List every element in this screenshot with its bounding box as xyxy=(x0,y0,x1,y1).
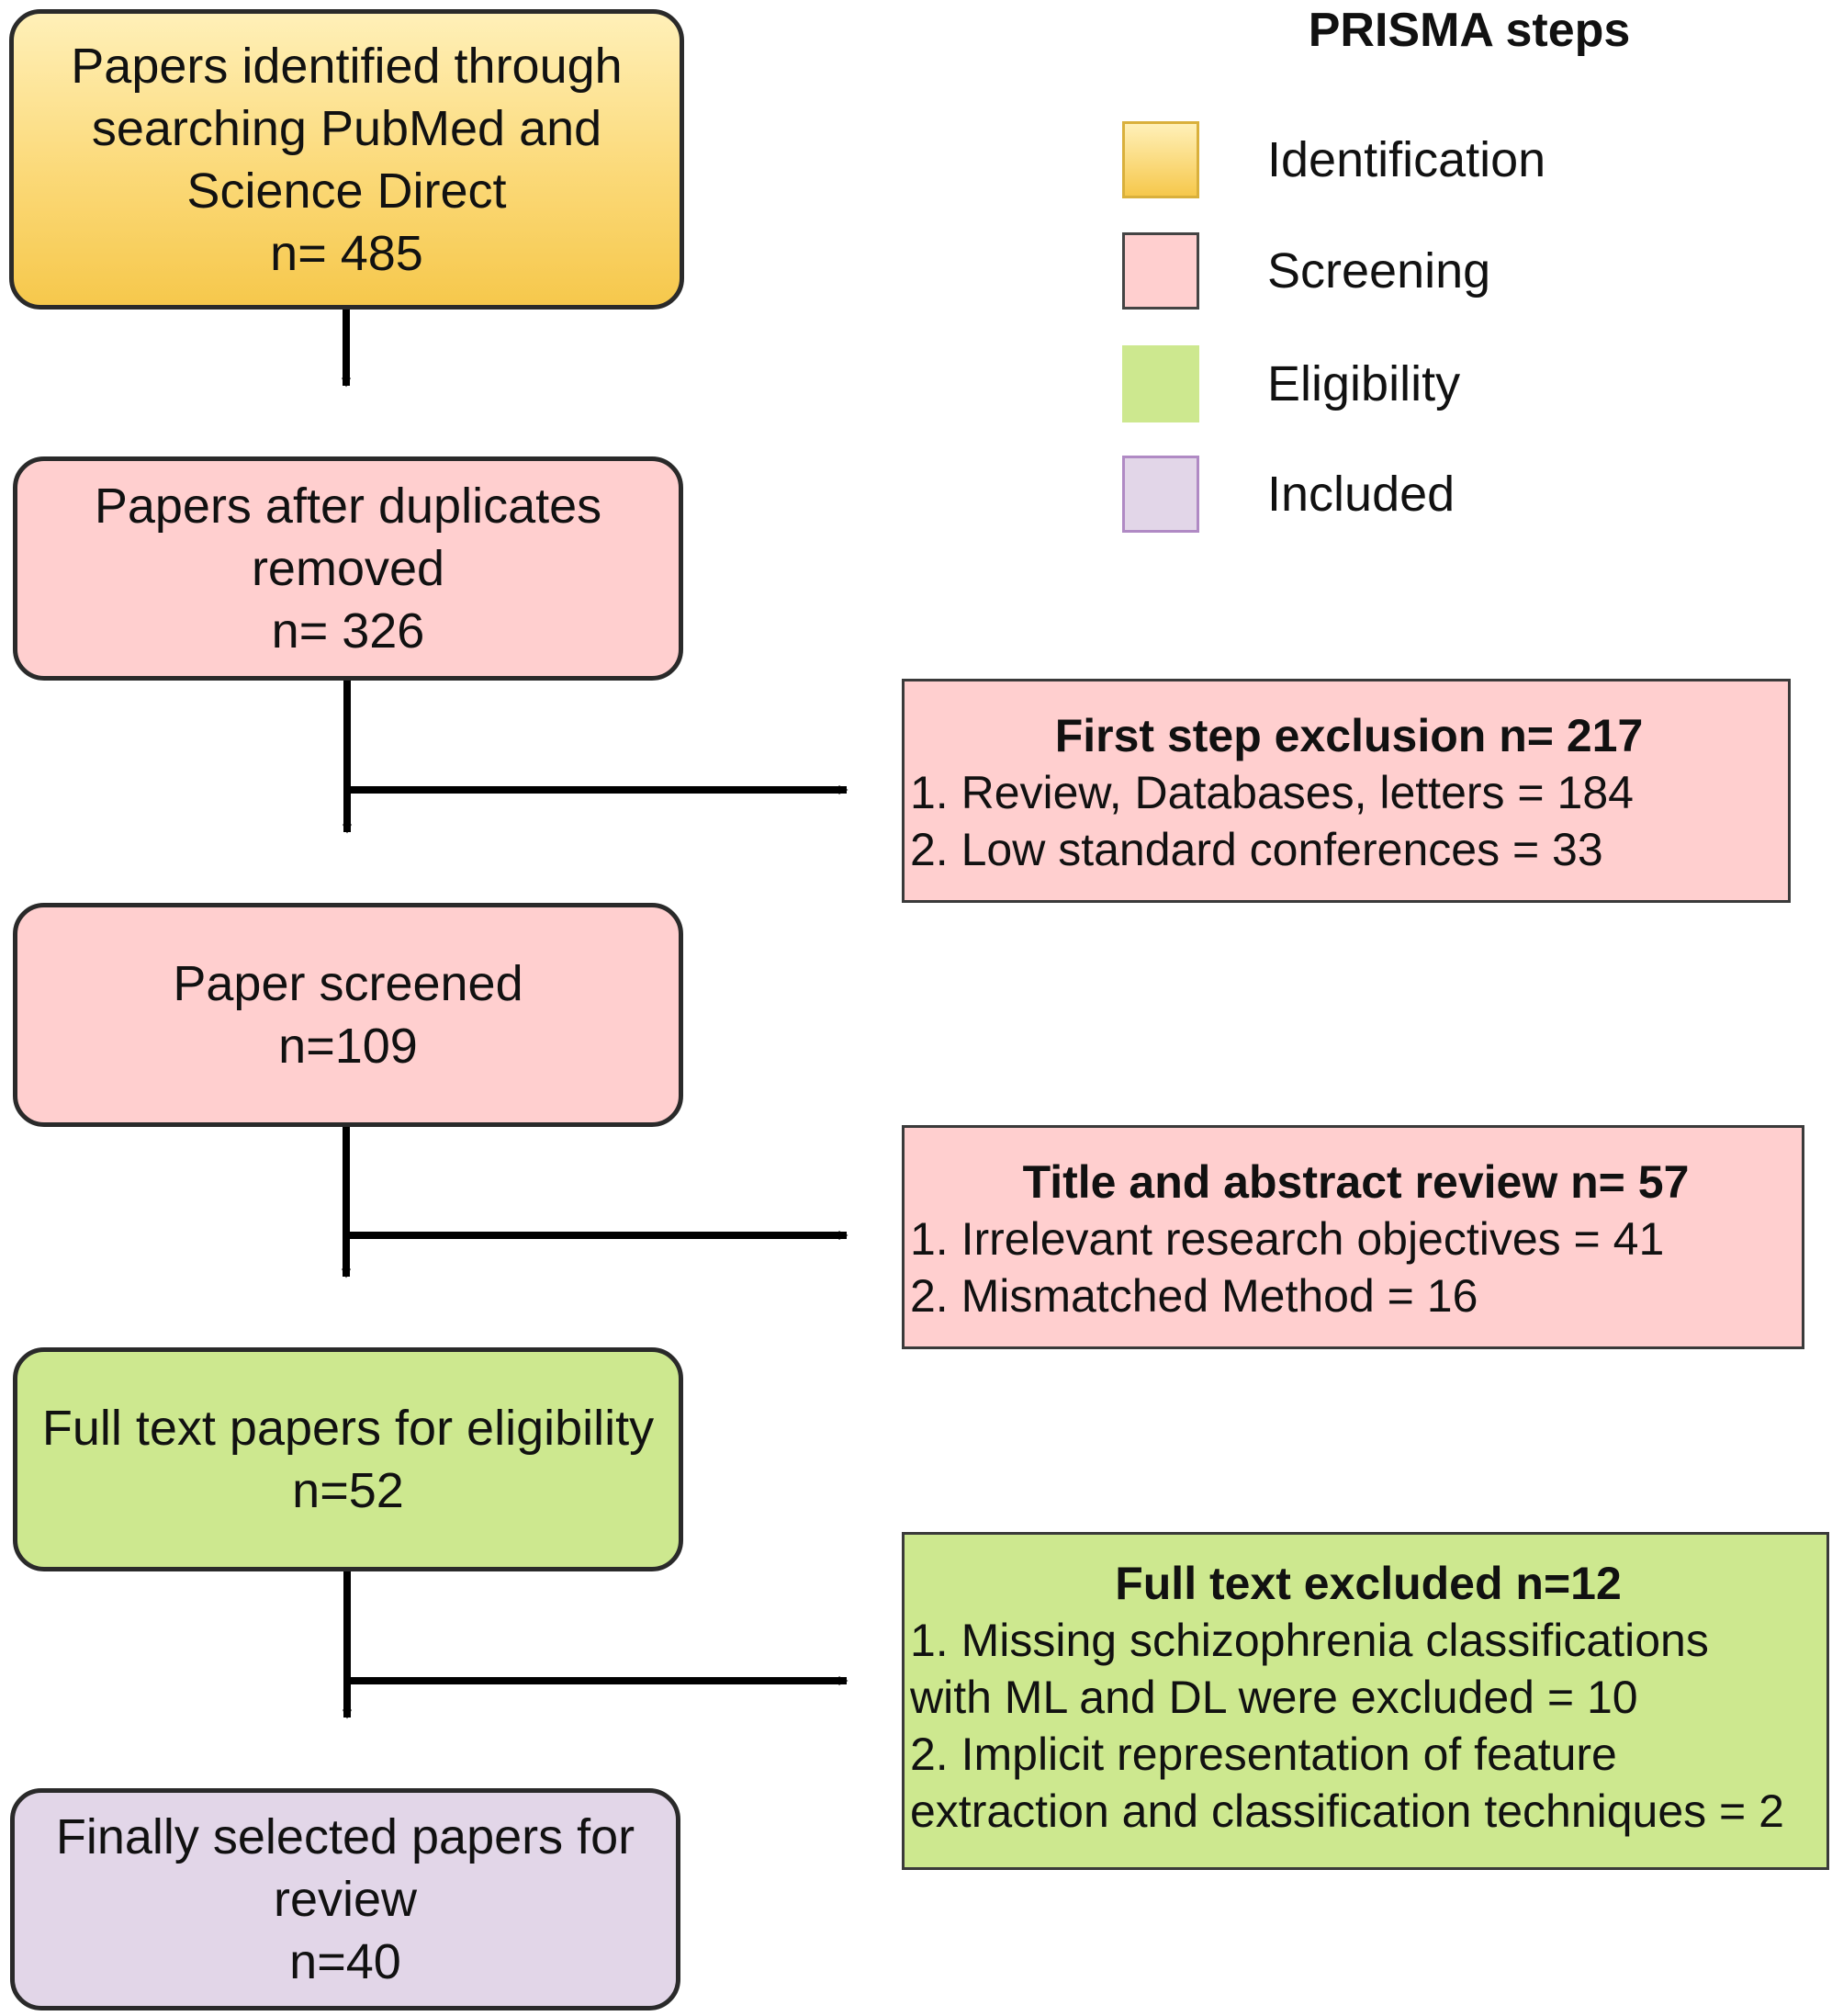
legend-title: PRISMA steps xyxy=(1308,4,1631,57)
full-text-excluded-box: Full text excluded n=12 1. Missing schiz… xyxy=(902,1532,1829,1870)
screened-count: n=109 xyxy=(278,1019,418,1074)
legend-label-eligibility: Eligibility xyxy=(1267,356,1461,411)
title-abstract-review-box: Title and abstract review n= 57 1. Irrel… xyxy=(902,1125,1804,1349)
full-text-excluded-item: 1. Missing schizophrenia classifications xyxy=(910,1615,1709,1666)
title-abstract-review-item: 2. Mismatched Method = 16 xyxy=(910,1270,1478,1322)
included-box: Finally selected papers for review n=40 xyxy=(10,1788,680,2010)
full-text-excluded-item: with ML and DL were excluded = 10 xyxy=(910,1672,1638,1723)
full-text-excluded-item: 2. Implicit representation of feature xyxy=(910,1729,1617,1780)
screened-line-1: Paper screened xyxy=(173,956,523,1011)
identification-line-1: Papers identified through xyxy=(71,38,623,94)
eligibility-box: Full text papers for eligibility n=52 xyxy=(13,1347,683,1571)
eligibility-line-1: Full text papers for eligibility xyxy=(41,1401,655,1456)
included-line-1: Finally selected papers for xyxy=(55,1809,635,1864)
identification-line-3: Science Direct xyxy=(186,163,507,219)
legend-label-screening: Screening xyxy=(1267,243,1491,298)
legend-label-identification: Identification xyxy=(1267,132,1546,187)
legend-swatch-included xyxy=(1122,456,1199,533)
legend-swatch-eligibility xyxy=(1122,345,1199,422)
included-line-2: review xyxy=(273,1872,418,1927)
full-text-excluded-item: extraction and classification techniques… xyxy=(910,1785,1784,1837)
title-abstract-review-title: Title and abstract review n= 57 xyxy=(1022,1156,1690,1208)
legend-item-identification: Identification xyxy=(1122,121,1765,198)
paper-screened-box: Paper screened n=109 xyxy=(13,903,683,1127)
legend-item-screening: Screening xyxy=(1122,232,1765,310)
legend-swatch-screening xyxy=(1122,232,1199,310)
full-text-excluded-title: Full text excluded n=12 xyxy=(1115,1558,1622,1609)
duplicates-count: n= 326 xyxy=(271,603,425,659)
duplicates-removed-box: Papers after duplicates removed n= 326 xyxy=(13,456,683,681)
identification-count: n= 485 xyxy=(270,225,423,281)
first-step-exclusion-title: First step exclusion n= 217 xyxy=(1054,710,1644,761)
legend-label-included: Included xyxy=(1267,467,1455,522)
legend-item-included: Included xyxy=(1122,456,1765,533)
duplicates-line-1: Papers after duplicates xyxy=(94,479,602,534)
duplicates-line-2: removed xyxy=(251,541,445,596)
first-step-exclusion-item: 1. Review, Databases, letters = 184 xyxy=(910,767,1634,818)
legend-item-eligibility: Eligibility xyxy=(1122,345,1765,422)
identification-line-2: searching PubMed and xyxy=(91,100,602,156)
title-abstract-review-item: 1. Irrelevant research objectives = 41 xyxy=(910,1213,1665,1265)
identification-box: Papers identified through searching PubM… xyxy=(9,9,684,310)
legend-swatch-identification xyxy=(1122,121,1199,198)
included-count: n=40 xyxy=(289,1934,401,1989)
first-step-exclusion-item: 2. Low standard conferences = 33 xyxy=(910,824,1603,875)
eligibility-count: n=52 xyxy=(292,1463,404,1518)
first-step-exclusion-box: First step exclusion n= 217 1. Review, D… xyxy=(902,679,1791,903)
